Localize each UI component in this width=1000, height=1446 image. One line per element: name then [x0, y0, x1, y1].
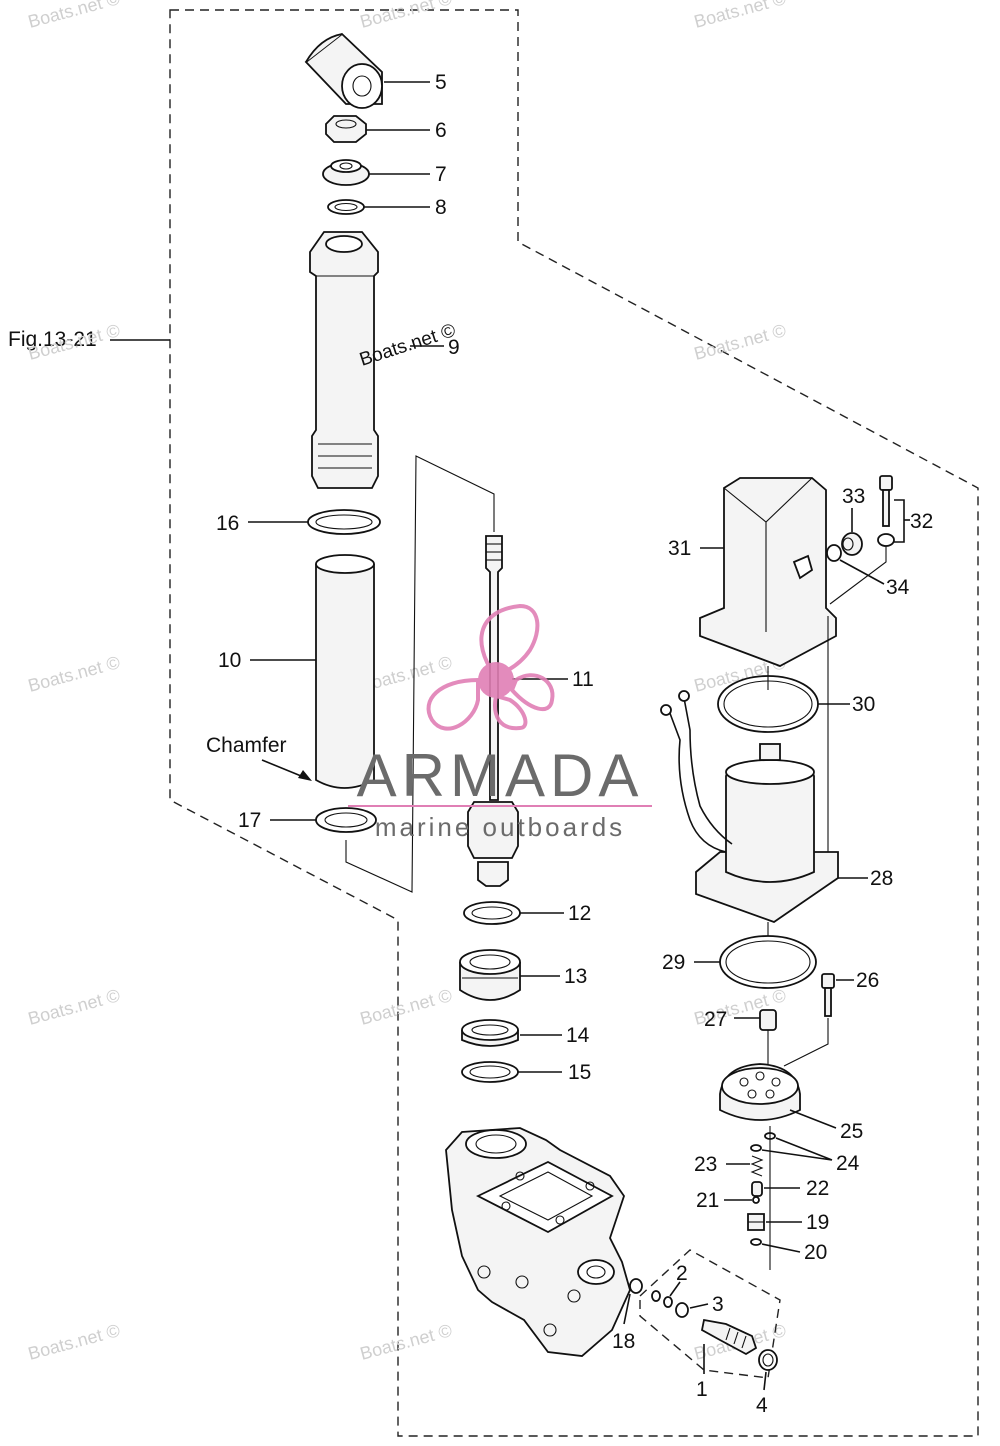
part-number-17: 17: [238, 809, 261, 832]
part-22-pin: [751, 1181, 763, 1197]
part-number-6: 6: [435, 119, 447, 142]
part-number-9: 9: [448, 336, 460, 359]
part-number-5: 5: [435, 71, 447, 94]
watermarks: Boats.net © Boats.net © Boats.net © Boat…: [26, 0, 788, 1364]
part-33-plug: [841, 532, 863, 556]
assembly-dashed-outline: [169, 9, 979, 1437]
part-21-ball: [752, 1196, 760, 1204]
part-3-o-ring: [675, 1302, 689, 1318]
part-8-o-ring: [327, 199, 365, 215]
part-24-o-rings: [750, 1132, 776, 1152]
part-10-tube: [315, 554, 375, 789]
watermark: Boats.net ©: [358, 1320, 454, 1364]
part-number-33: 33: [842, 485, 865, 508]
part-number-18: 18: [612, 1330, 635, 1353]
chamfer-label: Chamfer: [206, 734, 287, 757]
watermark: Boats.net ©: [26, 652, 122, 696]
part-23-spring: [750, 1155, 764, 1177]
logo-tagline: marine outboards: [375, 812, 625, 842]
part-16-ring: [307, 509, 381, 535]
part-12-o-ring: [463, 901, 521, 925]
part-26-bolt: [821, 973, 835, 1017]
watermark: Boats.net ©: [358, 0, 454, 32]
part-7-seal: [322, 159, 370, 186]
part-20-o-ring: [750, 1238, 762, 1246]
part-number-34: 34: [886, 576, 910, 599]
watermark: Boats.net ©: [358, 985, 454, 1029]
watermark: Boats.net ©: [692, 320, 788, 364]
part-number-8: 8: [435, 196, 447, 219]
part-number-23: 23: [694, 1153, 717, 1176]
guide-line: [345, 455, 495, 893]
part-5-cap: [304, 32, 383, 109]
part-number-27: 27: [704, 1008, 727, 1031]
part-18-o-ring: [629, 1278, 643, 1294]
part-number-15: 15: [568, 1061, 591, 1084]
part-number-4: 4: [756, 1394, 768, 1417]
part-4-snap-ring: [758, 1349, 778, 1371]
part-number-26: 26: [856, 969, 879, 992]
watermark: Boats.net ©: [26, 0, 122, 32]
part-number-32: 32: [910, 510, 933, 533]
part-29-o-ring: [719, 935, 817, 989]
part-number-12: 12: [568, 902, 591, 925]
part-number-3: 3: [712, 1293, 724, 1316]
part-34-o-ring: [826, 544, 842, 562]
part-number-16: 16: [216, 512, 239, 535]
part-number-11: 11: [572, 668, 594, 691]
part-28-motor: [660, 690, 839, 924]
part-number-1: 1: [696, 1378, 708, 1401]
part-number-13: 13: [564, 965, 587, 988]
part-number-19: 19: [806, 1211, 829, 1234]
part-27-valve: [759, 1009, 777, 1031]
part-32-bolt: [877, 475, 895, 547]
part-14-washer: [461, 1019, 519, 1047]
logo-brand-name: ARMADA: [357, 742, 644, 809]
housing-body: [445, 1127, 631, 1357]
part-13-bushing: [459, 949, 521, 1001]
watermark: Boats.net ©: [26, 985, 122, 1029]
part-number-30: 30: [852, 693, 875, 716]
armada-propeller-logo: [426, 603, 555, 731]
part-number-20: 20: [804, 1241, 827, 1264]
chamfer-arrowhead: [298, 770, 312, 781]
part-number-14: 14: [566, 1024, 590, 1047]
part-number-31: 31: [668, 537, 691, 560]
part-number-10: 10: [218, 649, 241, 672]
part-number-24: 24: [836, 1152, 860, 1175]
part-number-29: 29: [662, 951, 685, 974]
watermark: Boats.net ©: [692, 0, 788, 32]
part-31-reservoir: [699, 477, 837, 667]
part-17-ring: [315, 807, 377, 833]
part-number-21: 21: [696, 1189, 719, 1212]
part-19-plug: [747, 1213, 765, 1231]
part-1-valve: [700, 1318, 758, 1356]
part-25-manifold: [719, 1063, 801, 1121]
watermark: Boats.net ©: [26, 320, 122, 364]
part-number-28: 28: [870, 867, 893, 890]
part-15-o-ring: [461, 1061, 519, 1083]
watermark: Boats.net ©: [26, 1320, 122, 1364]
part-number-7: 7: [435, 163, 447, 186]
part-6-nut: [325, 115, 367, 143]
part-2-o-rings: [651, 1290, 673, 1308]
valve-group-outline: [639, 1249, 781, 1379]
figure-label: Fig.13-21: [8, 328, 97, 351]
part-number-2: 2: [676, 1262, 688, 1285]
part-number-22: 22: [806, 1177, 829, 1200]
part-number-25: 25: [840, 1120, 863, 1143]
chamfer-arrow: [261, 759, 307, 779]
part-9-cylinder: [309, 231, 379, 489]
